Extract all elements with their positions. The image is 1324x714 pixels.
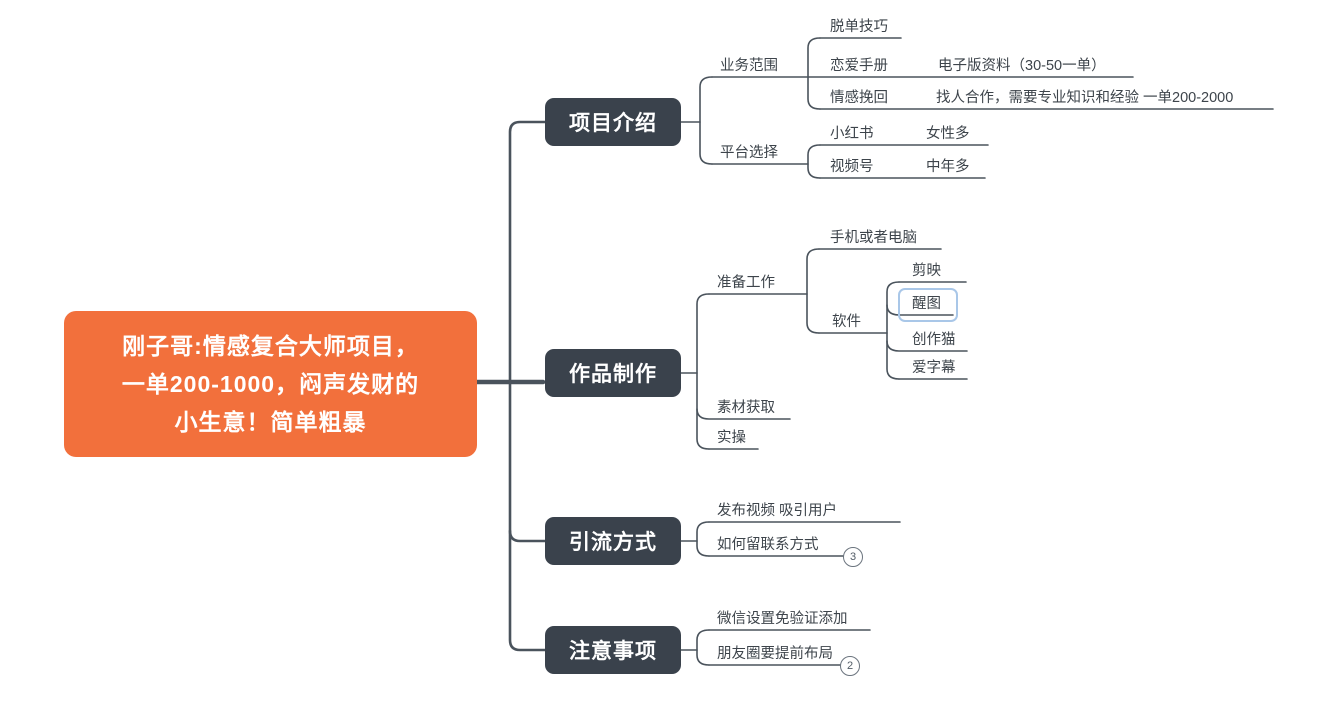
collapsed-count-badge-traffic[interactable]: 3 xyxy=(843,547,863,567)
collapsed-count-badge-notes[interactable]: 2 xyxy=(840,656,860,676)
node-publish-videos[interactable]: 发布视频 吸引用户 xyxy=(717,503,838,519)
node-love-manual[interactable]: 恋爱手册 xyxy=(830,58,888,74)
node-jianying[interactable]: 剪映 xyxy=(912,263,941,279)
node-chuangzuomao[interactable]: 创作猫 xyxy=(912,332,956,348)
node-female-majority[interactable]: 女性多 xyxy=(926,126,970,142)
root-topic[interactable]: 刚子哥:情感复合大师项目， 一单200-1000，闷声发财的 小生意！简单粗暴 xyxy=(64,311,477,457)
node-dating-skills[interactable]: 脱单技巧 xyxy=(830,19,888,35)
topic-notes[interactable]: 注意事项 xyxy=(545,626,681,674)
node-software[interactable]: 软件 xyxy=(832,314,861,330)
node-platform-choice[interactable]: 平台选择 xyxy=(720,145,778,161)
node-business-scope[interactable]: 业务范围 xyxy=(720,58,778,74)
node-aizimu[interactable]: 爱字幕 xyxy=(912,360,956,376)
node-xiaohongshu[interactable]: 小红书 xyxy=(830,126,874,142)
node-middle-aged[interactable]: 中年多 xyxy=(926,159,970,175)
node-shipinhao[interactable]: 视频号 xyxy=(830,159,874,175)
node-practice[interactable]: 实操 xyxy=(717,430,746,446)
node-cooperation-note[interactable]: 找人合作，需要专业知识和经验 一单200-2000 xyxy=(936,90,1234,106)
node-material-acquisition[interactable]: 素材获取 xyxy=(717,400,775,416)
topic-project-intro[interactable]: 项目介绍 xyxy=(545,98,681,146)
node-wechat-no-verify[interactable]: 微信设置免验证添加 xyxy=(717,611,848,627)
topic-work-production[interactable]: 作品制作 xyxy=(545,349,681,397)
node-moments-layout[interactable]: 朋友圈要提前布局 xyxy=(717,646,833,662)
selection-highlight xyxy=(898,288,958,322)
node-preparation[interactable]: 准备工作 xyxy=(717,275,775,291)
topic-traffic-method[interactable]: 引流方式 xyxy=(545,517,681,565)
node-ebook-materials[interactable]: 电子版资料（30-50一单） xyxy=(938,58,1106,74)
node-emotion-recovery[interactable]: 情感挽回 xyxy=(830,90,888,106)
node-xingtu-selected[interactable]: 醒图 xyxy=(912,296,941,312)
node-contact-method[interactable]: 如何留联系方式 xyxy=(717,537,819,553)
node-phone-or-computer[interactable]: 手机或者电脑 xyxy=(830,230,917,246)
